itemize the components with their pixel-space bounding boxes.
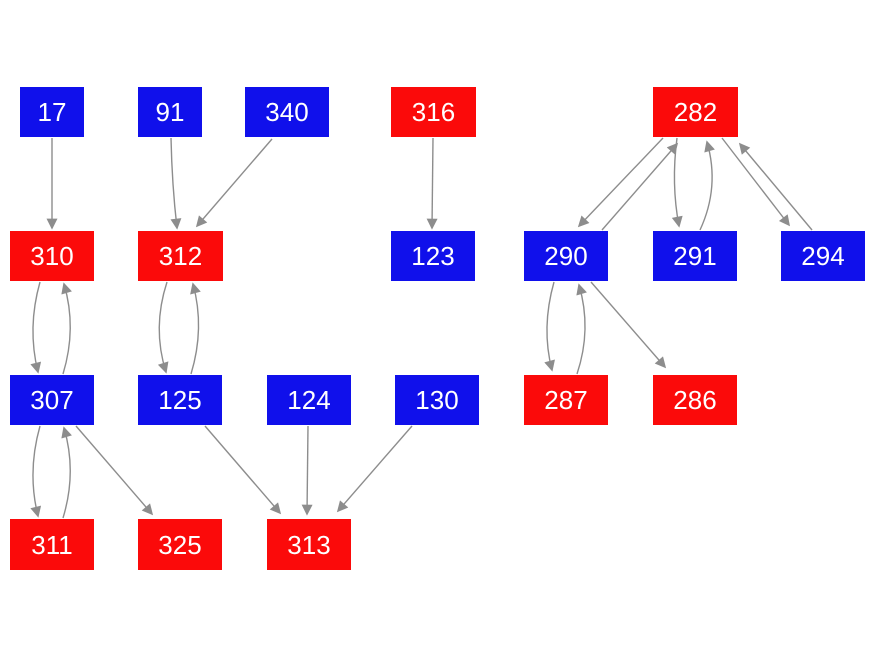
graph-node-340: 340 [245,87,329,137]
graph-node-17: 17 [20,87,84,137]
graph-node-label: 294 [801,241,845,271]
edge-282-290 [577,137,664,228]
edge-291-282 [699,140,715,231]
graph-node-label: 310 [30,241,74,271]
graph-node-label: 290 [544,241,588,271]
graph-node-label: 311 [31,529,73,560]
graph-node-label: 340 [265,97,309,127]
edge-312-125 [157,281,169,374]
edge-130-313 [336,425,413,513]
graph-node-325: 325 [138,519,222,570]
edge-307-325 [75,425,154,516]
edge-282-294 [721,137,791,227]
edge-91-312 [170,137,182,230]
edge-311-307 [61,426,72,519]
graph-node-307: 307 [10,375,94,425]
graph-node-123: 123 [391,231,475,281]
graph-node-282: 282 [653,87,738,137]
edge-310-307 [30,281,42,374]
edge-290-282 [601,142,679,231]
graph-node-291: 291 [653,231,737,281]
graph-node-label: 282 [673,97,718,127]
graph-node-label: 286 [673,385,717,415]
graph-node-label: 125 [158,385,202,415]
graph-node-label: 291 [673,241,717,271]
graph-node-label: 17 [37,97,67,127]
graph-node-label: 316 [411,97,456,127]
edge-307-310 [61,282,72,375]
graph-node-287: 287 [524,375,608,425]
graph-node-label: 123 [411,241,455,271]
edge-282-291 [671,137,683,228]
graph-node-290: 290 [524,231,608,281]
graph-node-124: 124 [267,375,351,425]
graph-node-316: 316 [391,87,476,137]
edge-340-312 [195,138,273,228]
graph-node-125: 125 [138,375,222,425]
edge-125-312 [190,282,201,375]
graph-node-294: 294 [781,231,865,281]
graph-node-label: 313 [287,529,331,560]
edge-294-282 [738,142,813,231]
edge-307-311 [30,425,42,518]
edge-316-123 [426,137,438,230]
graph-node-313: 313 [267,519,351,570]
graph-node-label: 91 [155,97,185,127]
graph-node-311: 311 [10,519,94,570]
graph-node-312: 312 [138,231,223,281]
edge-290-287 [544,281,555,372]
graph-node-label: 325 [158,529,202,560]
graph-node-130: 130 [395,375,479,425]
graph-node-286: 286 [653,375,737,425]
graph-node-label: 124 [287,385,331,415]
graph-node-label: 307 [30,385,74,415]
graph-node-label: 312 [158,241,203,271]
graph-node-91: 91 [138,87,202,137]
edge-124-313 [301,425,313,516]
edge-287-290 [576,283,587,375]
graph-node-label: 287 [544,385,588,415]
edge-290-286 [590,281,667,369]
graph-node-label: 130 [415,385,459,415]
edge-125-313 [204,425,282,515]
graph-node-310: 310 [10,231,94,281]
